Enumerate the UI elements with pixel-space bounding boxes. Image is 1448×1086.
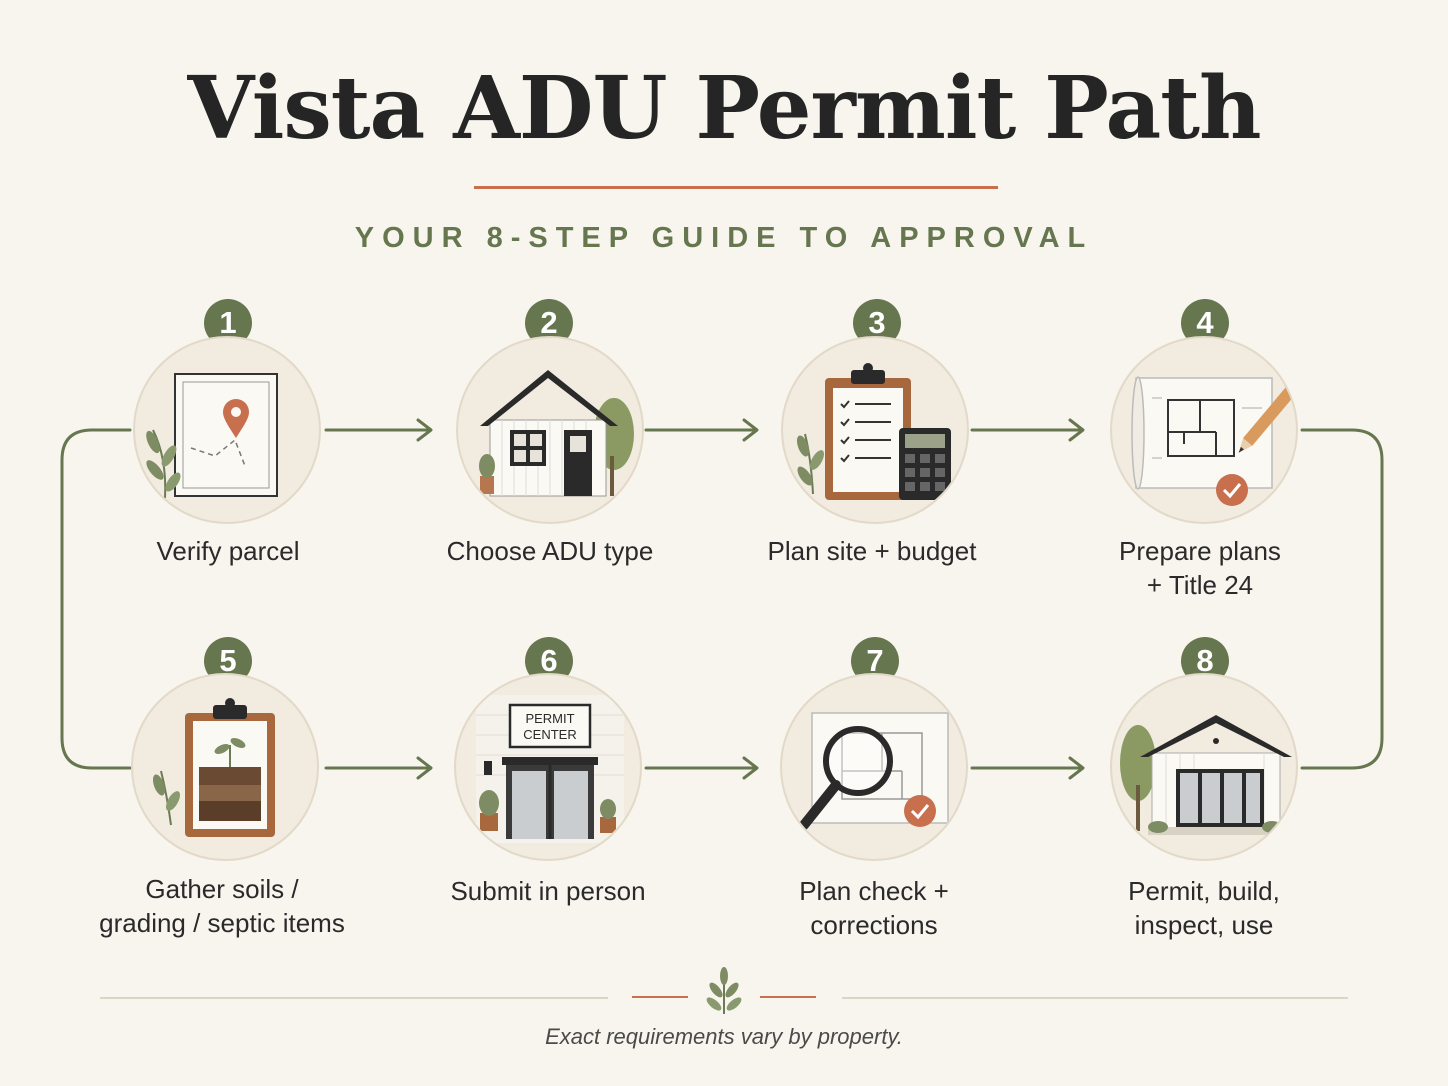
step-4-label: Prepare plans + Title 24 bbox=[1119, 536, 1281, 600]
footer-note: Exact requirements vary by property. bbox=[545, 1024, 903, 1049]
step-1-label: Verify parcel bbox=[156, 536, 300, 566]
permit-sign-line1: PERMIT bbox=[525, 711, 574, 726]
footer-accent-right bbox=[760, 996, 816, 998]
right-loop-connector bbox=[1300, 428, 1384, 770]
step-8-label: Permit, build, inspect, use bbox=[1128, 876, 1280, 940]
map-pin-icon bbox=[146, 373, 278, 499]
permit-center-icon: PERMIT CENTER bbox=[476, 695, 624, 843]
soil-clipboard-icon bbox=[152, 698, 275, 837]
step-8-disc bbox=[1110, 673, 1298, 861]
step-7-label: Plan check + corrections bbox=[799, 876, 949, 940]
step-3-label: Plan site + budget bbox=[767, 536, 977, 566]
leaf-icon bbox=[706, 967, 742, 1014]
blueprint-pencil-icon bbox=[1131, 376, 1296, 506]
step-4-disc bbox=[1110, 336, 1298, 524]
step-6-label: Submit in person bbox=[450, 876, 646, 906]
footer-divider-right bbox=[842, 997, 1348, 999]
permit-sign-line2: CENTER bbox=[523, 727, 576, 742]
step-5-label: Gather soils / grading / septic items bbox=[99, 874, 345, 938]
step-5-disc bbox=[131, 673, 319, 861]
step-7-disc bbox=[780, 673, 968, 861]
magnifier-check-icon bbox=[799, 712, 949, 830]
finished-adu-icon bbox=[1120, 715, 1292, 835]
step-6-disc: PERMIT CENTER bbox=[454, 673, 642, 861]
clipboard-calculator-icon bbox=[796, 363, 951, 500]
page-title: Vista ADU Permit Path bbox=[187, 58, 1262, 159]
step-1-disc bbox=[133, 336, 321, 524]
step-3-disc bbox=[781, 336, 969, 524]
left-loop-connector bbox=[60, 428, 132, 770]
title-divider bbox=[474, 186, 998, 189]
house-icon bbox=[479, 370, 634, 497]
page-subtitle: YOUR 8-STEP GUIDE TO APPROVAL bbox=[354, 222, 1094, 254]
footer-divider-left bbox=[100, 997, 608, 999]
footer-accent-left bbox=[632, 996, 688, 998]
step-2-disc bbox=[456, 336, 644, 524]
step-2-label: Choose ADU type bbox=[446, 536, 654, 566]
